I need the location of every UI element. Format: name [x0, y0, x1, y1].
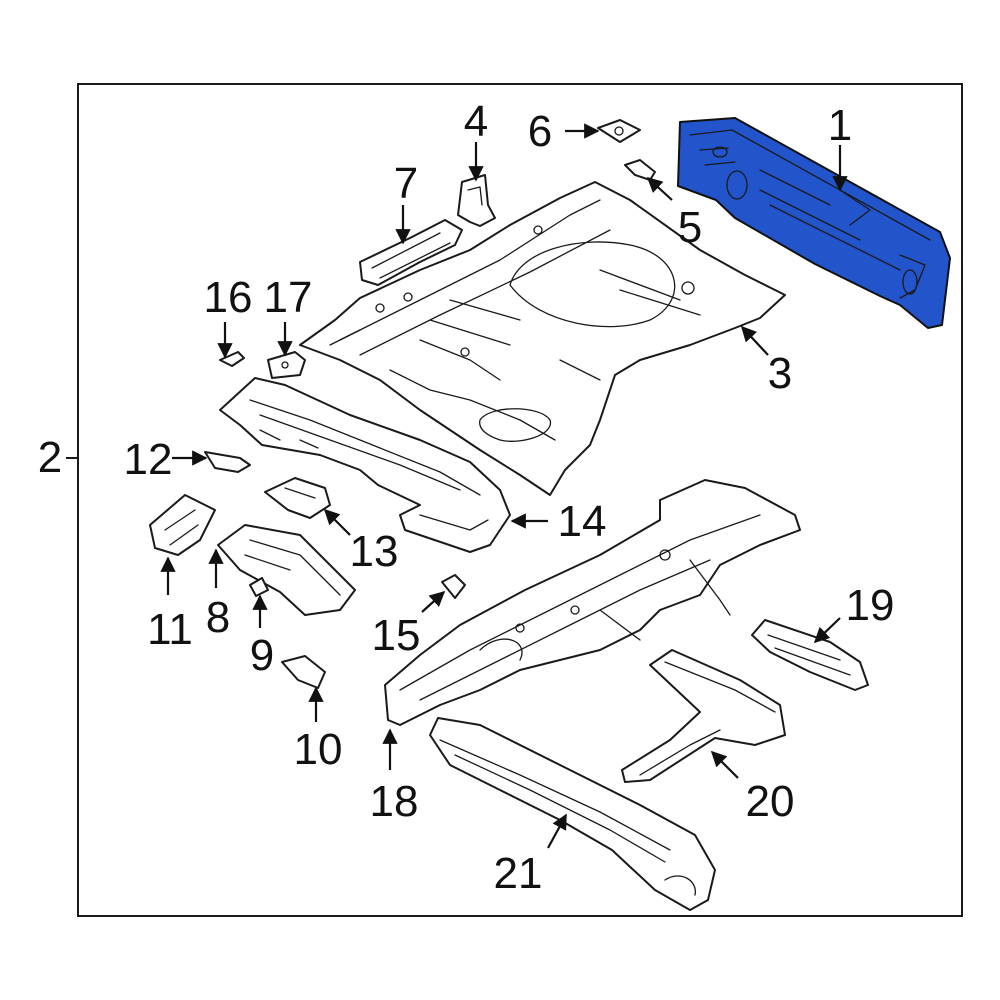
leader-13 — [323, 508, 351, 536]
callout-15: 15 — [372, 611, 421, 660]
callout-5: 5 — [678, 203, 702, 252]
part-4-bracket[interactable] — [457, 174, 496, 227]
leader-5 — [646, 176, 673, 201]
leader-15 — [421, 590, 446, 613]
part-20-crossmember[interactable] — [621, 649, 786, 783]
callout-7: 7 — [394, 159, 418, 208]
part-21-side-rail[interactable] — [429, 717, 716, 911]
part-12-bracket[interactable] — [204, 451, 251, 473]
callout-1: 1 — [828, 101, 852, 150]
part-1-rear-panel[interactable] — [677, 117, 951, 329]
leader-19 — [813, 617, 841, 644]
part-16-clip[interactable] — [219, 351, 245, 367]
callout-17: 17 — [264, 273, 313, 322]
callout-16: 16 — [204, 273, 253, 322]
callout-3: 3 — [768, 349, 792, 398]
part-7-reinforcement[interactable] — [359, 219, 463, 286]
part-10-bracket[interactable] — [281, 655, 326, 689]
callout-12: 12 — [124, 435, 173, 484]
leader-arrows — [160, 123, 848, 849]
leader-21 — [547, 813, 567, 849]
callout-20: 20 — [746, 777, 795, 826]
part-9-clip[interactable] — [249, 577, 269, 597]
leader-3 — [740, 325, 769, 356]
part-18-side-rail[interactable] — [384, 479, 801, 726]
part-15-clip[interactable] — [441, 574, 466, 599]
callout-10: 10 — [294, 725, 343, 774]
part-6-plate[interactable] — [597, 119, 641, 143]
assembly-frame — [77, 83, 963, 917]
part-3-rear-floor-pan[interactable] — [299, 181, 786, 496]
part-5-small-bracket[interactable] — [624, 159, 656, 181]
callout-21: 21 — [494, 849, 543, 898]
callout-labels: 1 2 3 4 5 6 7 8 9 10 11 12 13 14 15 16 1… — [38, 97, 895, 898]
callout-9: 9 — [250, 631, 274, 680]
callout-2: 2 — [38, 433, 62, 482]
callout-6: 6 — [528, 107, 552, 156]
part-8-bracket[interactable] — [217, 524, 356, 616]
callout-18: 18 — [370, 777, 419, 826]
callout-14: 14 — [558, 497, 607, 546]
callout-19: 19 — [846, 581, 895, 630]
part-13-bracket[interactable] — [264, 477, 331, 519]
callout-8: 8 — [206, 593, 230, 642]
callout-13: 13 — [350, 527, 399, 576]
part-11-bracket[interactable] — [149, 494, 216, 556]
callout-11: 11 — [147, 605, 193, 654]
part-14-crossmember[interactable] — [219, 377, 511, 553]
leader-20 — [710, 750, 739, 779]
callout-4: 4 — [464, 97, 488, 146]
part-17-bracket[interactable] — [267, 351, 306, 379]
part-19-crossmember[interactable] — [751, 619, 869, 691]
